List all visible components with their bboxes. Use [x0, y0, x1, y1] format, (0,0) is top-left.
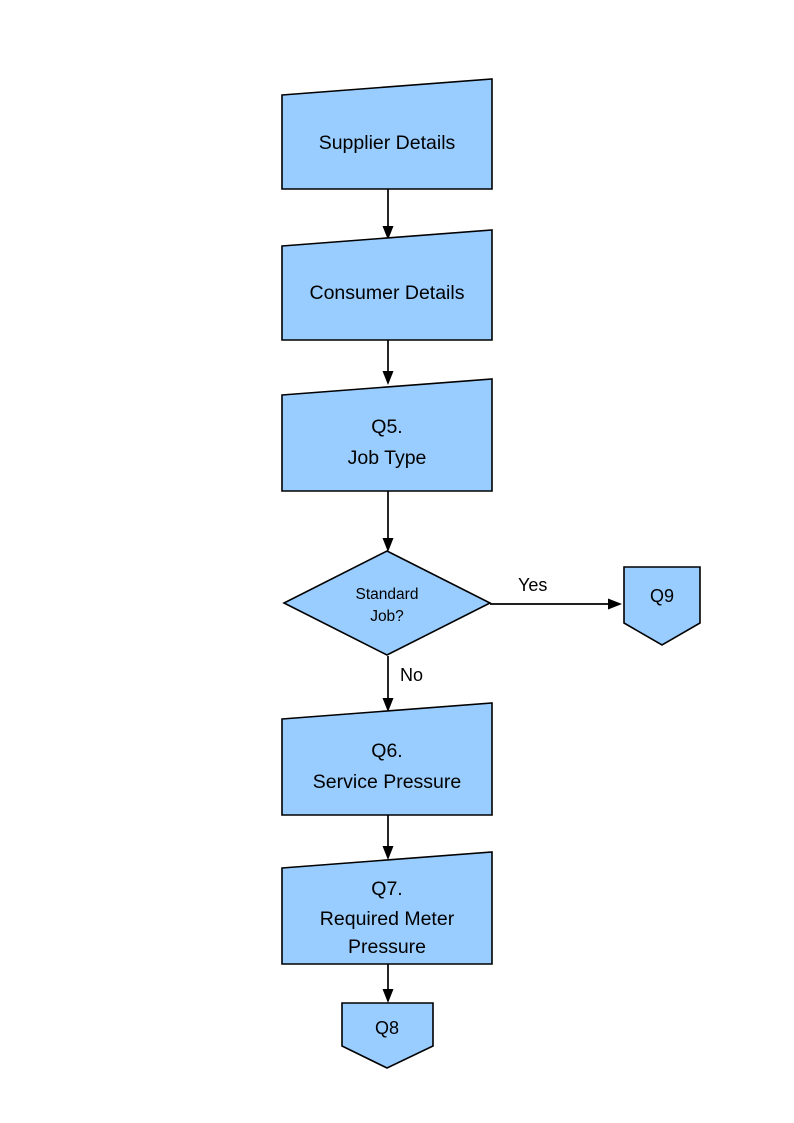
standard-job-decision-shape[interactable]	[282, 550, 492, 656]
q7-label-line3: Pressure	[348, 936, 426, 958]
q6-service-pressure-label-line2: Service Pressure	[313, 771, 461, 793]
q5-job-type-label-line2: Job Type	[348, 447, 427, 469]
q6-service-pressure-shape[interactable]	[281, 702, 493, 816]
edge-decision-yes-to-q9	[490, 598, 622, 610]
edge-consumer-to-q5	[382, 340, 394, 385]
q7-required-meter-pressure-shape[interactable]	[281, 851, 493, 965]
node-q6-service-pressure[interactable]: Q6. Service Pressure	[281, 702, 493, 816]
q5-job-type-shape[interactable]	[281, 378, 493, 492]
edge-q5-to-decision	[382, 491, 394, 552]
q9-shape[interactable]	[623, 566, 701, 646]
edge-decision-no-to-q6	[382, 656, 394, 712]
node-q9[interactable]: Q9	[623, 566, 701, 646]
q6-service-pressure-label-line1: Q6.	[371, 740, 402, 762]
edge-q7-to-q8	[382, 964, 394, 1003]
standard-job-decision-label-line2: Job?	[370, 608, 404, 625]
q8-shape[interactable]	[341, 1002, 434, 1069]
node-standard-job-decision[interactable]: Standard Job?	[282, 550, 492, 656]
node-q8[interactable]: Q8	[341, 1002, 434, 1069]
q8-label: Q8	[375, 1018, 399, 1038]
standard-job-decision-label-line1: Standard	[356, 586, 419, 603]
edge-q6-to-q7	[382, 815, 394, 860]
supplier-details-shape[interactable]	[281, 78, 493, 190]
q9-label: Q9	[650, 586, 674, 606]
q7-label-line2: Required Meter	[320, 908, 455, 930]
edge-supplier-to-consumer	[382, 189, 394, 240]
q7-label-line1: Q7.	[371, 878, 402, 900]
node-consumer-details[interactable]: Consumer Details	[281, 229, 493, 341]
edge-label-yes: Yes	[518, 575, 547, 595]
q5-job-type-label-line1: Q5.	[371, 416, 402, 438]
node-q5-job-type[interactable]: Q5. Job Type	[281, 378, 493, 492]
edge-label-no: No	[400, 665, 423, 685]
consumer-details-shape[interactable]	[281, 229, 493, 341]
node-q7-required-meter-pressure[interactable]: Q7. Required Meter Pressure	[281, 851, 493, 965]
node-supplier-details[interactable]: Supplier Details	[281, 78, 493, 190]
supplier-details-label: Supplier Details	[319, 132, 456, 154]
consumer-details-label: Consumer Details	[310, 282, 465, 304]
